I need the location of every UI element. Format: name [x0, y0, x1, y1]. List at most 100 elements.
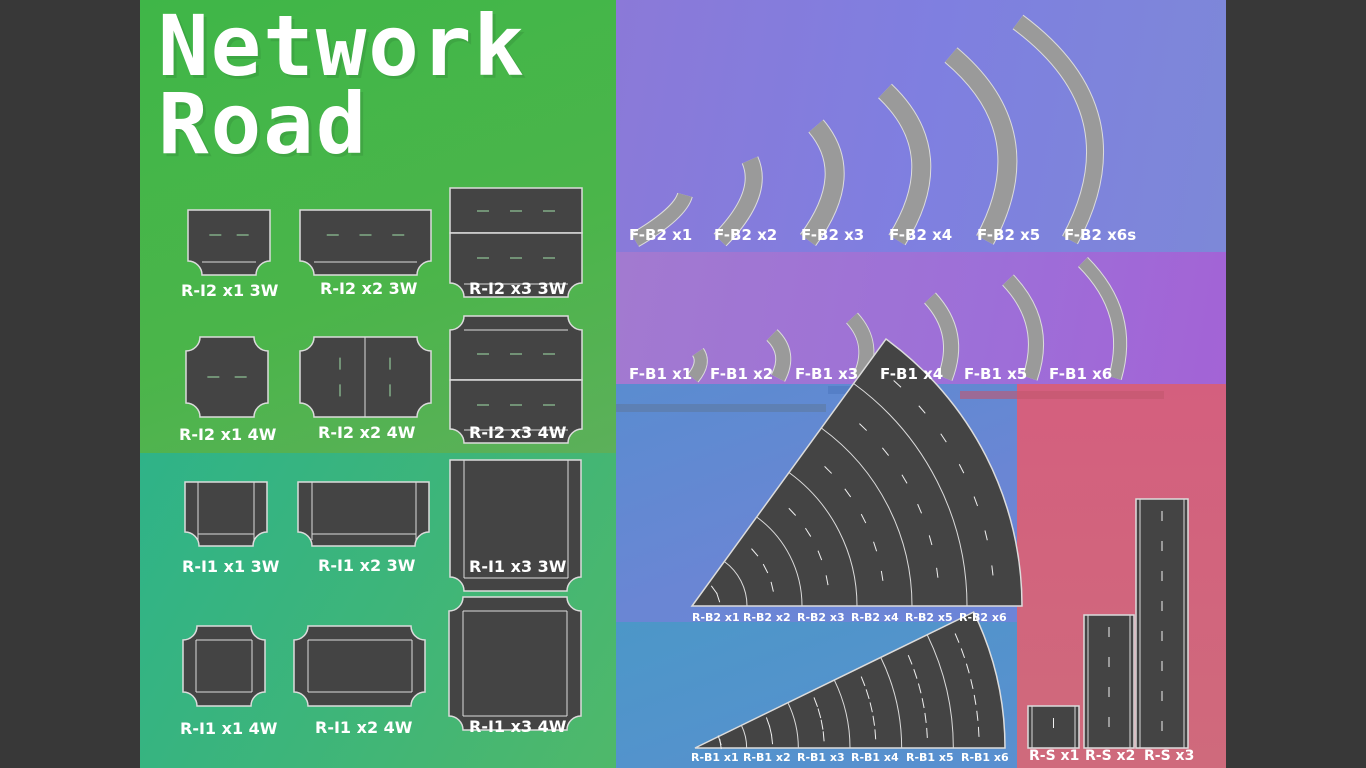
fan-rb2-ring — [724, 561, 748, 607]
fan-rb2-dash — [893, 380, 902, 388]
label-fb1-x4: F-B1 x4 — [880, 365, 944, 383]
label-rb1-x5: R-B1 x5 — [906, 751, 954, 764]
ramp-fb1-x5 — [1002, 275, 1043, 381]
label-rb2-x5: R-B2 x5 — [905, 611, 953, 624]
fan-rb2-dash — [958, 463, 965, 474]
fan-rb2-ring — [788, 472, 858, 607]
fan-rb1-dash — [907, 655, 913, 665]
fan-rb2-dash — [844, 488, 852, 498]
ramp-fb1-x1 — [688, 348, 707, 382]
fan-rb1-ring — [833, 679, 851, 749]
fan-rb1-dash — [921, 698, 925, 709]
fan-rb2-dash — [918, 405, 926, 414]
label-fb2-x1: F-B2 x1 — [629, 226, 693, 244]
fan-rb1-dash — [954, 633, 960, 643]
label-ri2-x2-3w: R-I2 x2 3W — [320, 279, 418, 298]
fan-rb1-ring — [926, 634, 954, 749]
fan-rb1 — [694, 611, 1006, 749]
fan-rb2-dash — [917, 503, 923, 514]
fan-rb2-dash — [873, 541, 878, 552]
fan-rb1-dash — [917, 683, 922, 694]
fan-rb1-dash — [872, 715, 876, 726]
fan-rb1-dash — [913, 669, 918, 679]
label-fb2-x4: F-B2 x4 — [889, 226, 953, 244]
fan-rb2-dash — [825, 575, 829, 586]
tile-sheet: Network Road R-I2 x1 3W R-I2 x2 3W R-I2 … — [140, 0, 1226, 768]
ramp-fb1-x4 — [924, 293, 958, 381]
fan-rb1-dash — [977, 726, 980, 737]
fan-rb2-dash — [762, 563, 769, 574]
ramp-fb2-x6s — [1013, 15, 1104, 244]
tile-ri2-x3-3w-bottom — [449, 232, 583, 298]
label-fb1-x5: F-B1 x5 — [964, 365, 1028, 383]
fan-rb1-dash — [960, 648, 966, 659]
fan-rb1-dash — [765, 717, 771, 728]
tile-ri1-x2-4w — [293, 625, 426, 707]
label-rb1-x2: R-B1 x2 — [743, 751, 791, 764]
fan-rb1-ring — [740, 725, 748, 749]
fan-rb2-dash — [991, 565, 994, 576]
fan-rb2-dash — [804, 527, 812, 537]
fan-rb1-dash — [717, 735, 722, 746]
fan-rb1-dash — [813, 697, 818, 707]
label-rs-x3: R-S x3 — [1144, 748, 1195, 764]
label-ri1-x1-3w: R-I1 x1 3W — [182, 557, 280, 576]
label-fb1-x6: F-B1 x6 — [1049, 365, 1113, 383]
tile-ri1-x3-4w — [448, 596, 582, 731]
tile-ri1-x1-4w — [182, 625, 266, 707]
glitch-bar — [616, 404, 826, 412]
label-rs-x1: R-S x1 — [1029, 748, 1080, 764]
glitch-bar — [960, 391, 1164, 399]
label-ri1-x3-4w: R-I1 x3 4W — [469, 717, 567, 736]
label-rb1-x4: R-B1 x4 — [851, 751, 899, 764]
fan-rb2-dash — [824, 465, 833, 474]
label-ri2-x2-4w: R-I2 x2 4W — [318, 423, 416, 442]
tile-ri1-x1-3w — [184, 481, 268, 547]
label-rb2-x4: R-B2 x4 — [851, 611, 899, 624]
fan-rb2-dash — [973, 496, 979, 507]
tile-ri2-x3-4w-bottom — [449, 379, 583, 444]
fan-rb1-dash — [874, 729, 877, 740]
label-ri1-x2-4w: R-I1 x2 4W — [315, 718, 413, 737]
label-fb2-x6s: F-B2 x6s — [1064, 226, 1137, 244]
tile-ri2-x1-4w — [185, 336, 269, 418]
tile-ri2-x1-3w — [187, 209, 271, 276]
fan-rb1-dash — [768, 725, 773, 736]
tile-ri1-x2-3w — [297, 481, 430, 547]
fan-rb2 — [690, 337, 1023, 607]
fan-rb1-ring — [880, 657, 903, 749]
label-rb2-x2: R-B2 x2 — [743, 611, 791, 624]
ramp-fb2-x4 — [878, 84, 931, 245]
ramp-fb2-x2 — [714, 156, 762, 246]
fan-rb2-dash — [901, 474, 908, 484]
road-tiles-art — [182, 14, 1189, 750]
left-letterbox — [0, 0, 140, 768]
ramp-fb1-x6 — [1078, 257, 1127, 380]
fan-rb2-ring — [756, 516, 803, 607]
fan-rb1-dash — [926, 727, 928, 738]
fan-rb2-dash — [936, 567, 939, 578]
fan-rb2-ring — [853, 383, 968, 607]
fan-rb1-dash — [860, 676, 866, 687]
label-rb2-x6: R-B2 x6 — [959, 611, 1007, 624]
label-fb1-x2: F-B1 x2 — [710, 365, 774, 383]
fan-rb2-dash — [788, 507, 797, 516]
label-rb2-x1: R-B2 x1 — [692, 611, 740, 624]
label-ri2-x1-3w: R-I2 x1 3W — [181, 281, 279, 300]
fan-rb1-dash — [973, 694, 977, 705]
fan-rb2-dash — [716, 592, 721, 603]
ramp-fb2-x1 — [631, 192, 692, 247]
fan-rb1-dash — [822, 731, 825, 742]
tile-ri2-x2-3w — [299, 209, 432, 276]
fan-rb1-dash — [817, 708, 822, 719]
label-rb1-x1: R-B1 x1 — [691, 751, 739, 764]
fan-rb2-dash — [859, 423, 867, 431]
fan-rb1-dash — [965, 663, 970, 674]
fan-rb1-ring — [787, 702, 799, 749]
label-fb2-x5: F-B2 x5 — [977, 226, 1041, 244]
fan-rb2-dash — [880, 570, 884, 581]
label-ri2-x3-3w: R-I2 x3 3W — [469, 279, 567, 298]
fan-rb2-dash — [770, 581, 774, 592]
title-line-2: Road — [158, 75, 369, 173]
fan-rb1-dash — [976, 710, 979, 721]
